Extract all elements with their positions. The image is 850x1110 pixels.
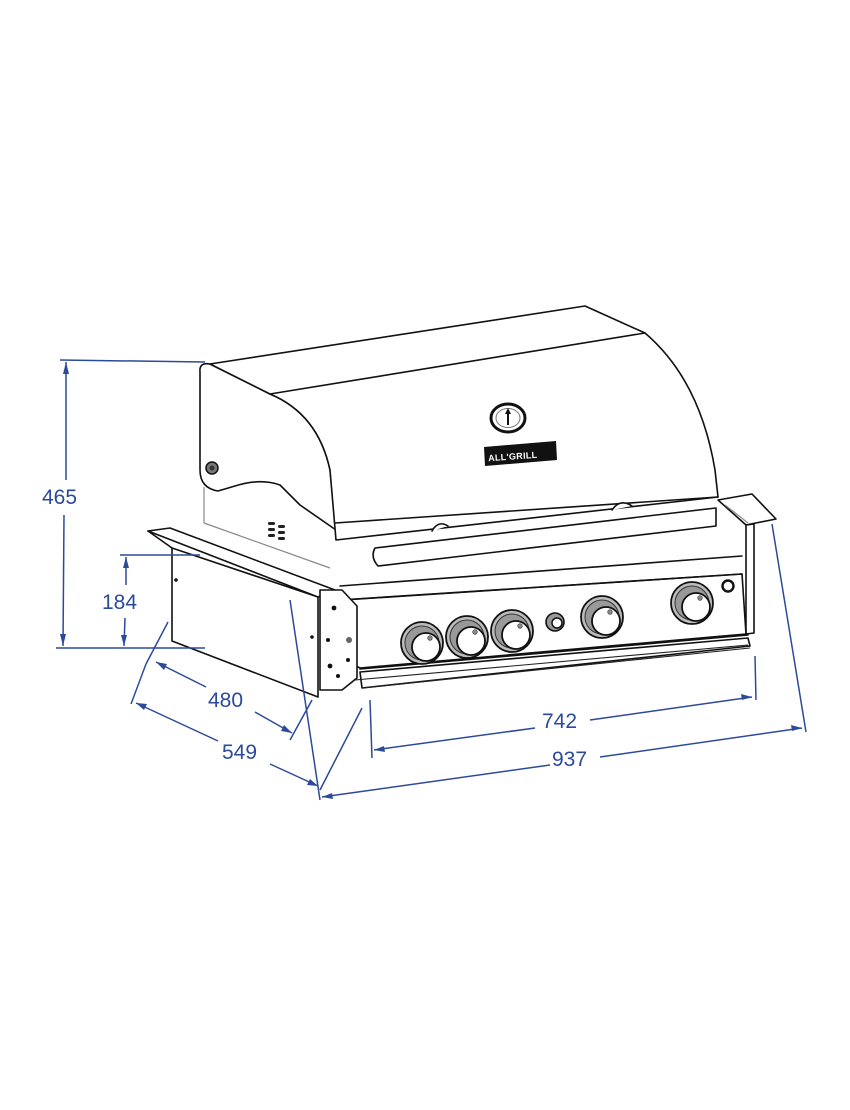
knob-icon xyxy=(580,595,624,639)
thermometer-icon xyxy=(489,402,527,434)
dimension-total-depth: 549 xyxy=(222,741,258,764)
dimension-lines xyxy=(56,359,807,801)
dimension-cutout-width: 742 xyxy=(542,710,578,733)
knob-icon xyxy=(400,621,444,665)
ignition-button-icon xyxy=(545,612,565,632)
knob-icon xyxy=(445,615,489,659)
dimension-total-height: 465 xyxy=(42,486,78,509)
brand-badge: ALL'GRILL xyxy=(484,441,557,466)
knob-icon xyxy=(490,609,534,653)
lid-handle xyxy=(372,502,717,567)
indicator-light-icon xyxy=(721,579,735,593)
dimension-total-width: 937 xyxy=(552,748,588,771)
left-side-panel xyxy=(147,527,336,698)
right-side-flange xyxy=(717,493,777,635)
grill-body: ALL'GRILL xyxy=(147,305,777,698)
knob-icon xyxy=(670,581,714,625)
dimension-cutout-height: 184 xyxy=(102,591,138,614)
lid xyxy=(209,305,719,541)
dimension-cutout-depth: 480 xyxy=(208,689,244,712)
brand-badge-text: ALL'GRILL xyxy=(488,450,538,463)
vent-slots-icon xyxy=(268,522,285,540)
burner-knobs xyxy=(400,579,735,665)
